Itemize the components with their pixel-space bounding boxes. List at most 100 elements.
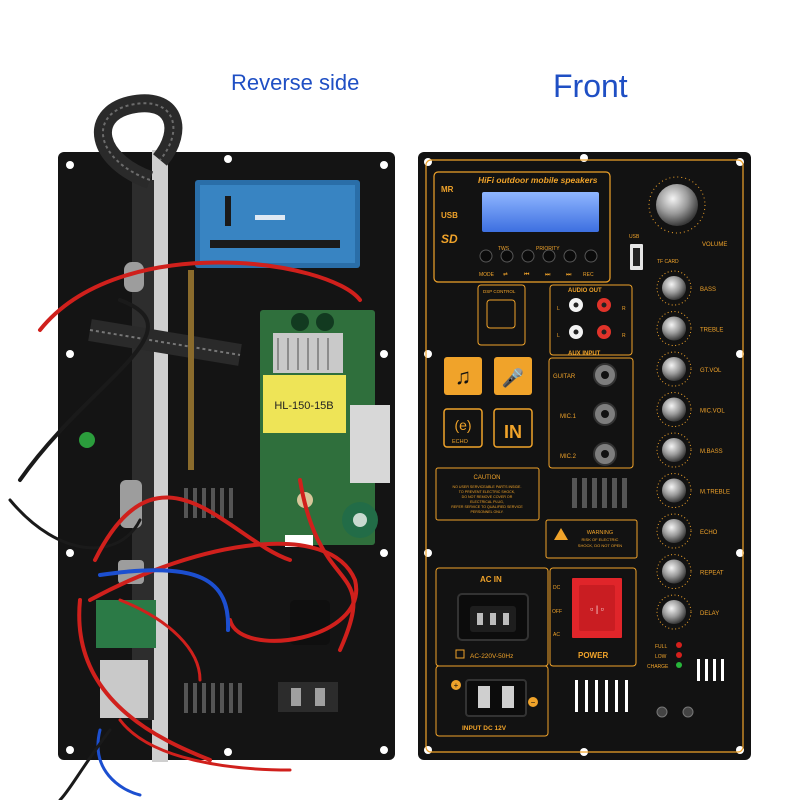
knob-scale (656, 473, 692, 508)
caption-front: Front (553, 68, 628, 104)
knob-m-treble[interactable] (662, 478, 686, 503)
knob-scale (656, 513, 692, 549)
button-priority[interactable] (542, 249, 556, 263)
knob-label: M.TREBLE (700, 490, 730, 496)
caution-line: DO NOT REMOVE COVER OR (462, 495, 513, 499)
knob-m-bass[interactable] (662, 438, 686, 462)
knob-scale (656, 392, 692, 427)
caution-title: CAUTION (474, 475, 501, 481)
label-volume: VOLUME (702, 242, 727, 248)
knob-delay[interactable] (662, 600, 686, 624)
button-next[interactable] (563, 249, 577, 263)
label-dsp-control: DSP CONTROL (483, 289, 516, 294)
transformer-label: HL-150-15B (274, 400, 333, 412)
warning-title: WARNING (587, 530, 613, 536)
led-charge (676, 662, 682, 668)
led-full (676, 642, 682, 648)
label-switch-dc: DC (553, 585, 561, 591)
knob-scale (656, 594, 692, 630)
reverse-board: HL-150-15B (8, 94, 395, 800)
lcd-display (482, 192, 599, 232)
knob-scale (656, 554, 692, 589)
caution-line: ELECTRICAL PLUG, (470, 500, 504, 504)
caption-reverse-side: Reverse side (231, 70, 360, 95)
repeat-icon: ⮂ (503, 271, 508, 278)
button-mode[interactable] (479, 249, 493, 263)
knob-echo[interactable] (662, 519, 686, 543)
next-icon-a: ⏭ (545, 272, 551, 278)
dc-minus: − (531, 698, 536, 707)
dc-plus: + (454, 681, 459, 690)
caution-line: PERSONNEL ONLY. (470, 510, 503, 514)
volume-knob[interactable] (656, 184, 698, 226)
brand-mark: MR (441, 185, 454, 194)
label-priority: PRIORITY (536, 246, 560, 252)
minus-icon (528, 697, 538, 707)
svg-text:▫ | ▫: ▫ | ▫ (590, 604, 604, 614)
label-l-2: L (557, 333, 560, 339)
knob-label: TREBLE (700, 328, 723, 334)
karaoke-icon (494, 357, 532, 395)
warning-icon (554, 528, 568, 540)
label-led-charge: CHARGE (647, 664, 669, 670)
button-tws[interactable] (500, 249, 514, 263)
aux-icon (493, 408, 533, 448)
knob-scale (656, 270, 692, 306)
label-tws: TWS (498, 246, 510, 252)
caution-line: REFER SERVICE TO QUALIFIED SERVICE (451, 505, 523, 509)
label-switch-ac: AC (553, 632, 560, 638)
label-switch-off: OFF (552, 609, 562, 615)
button-rec[interactable] (584, 249, 598, 263)
knob-label: DELAY (700, 611, 719, 617)
plus-icon (451, 680, 461, 690)
svg-text:IN: IN (504, 422, 522, 442)
label-r-2: R (622, 333, 626, 339)
label-echo-icon: ECHO (452, 439, 469, 445)
next-icon-b: ⏭ (566, 272, 572, 278)
label-aux-input: AUX INPUT (568, 351, 601, 357)
music-icon (444, 357, 482, 395)
warning-line: SHOCK, DO NOT OPEN (578, 543, 622, 548)
knob-label: REPEAT (700, 571, 724, 577)
label-ac-voltage: AC-220V-50Hz (470, 653, 513, 660)
knob-label: M.BASS (700, 449, 723, 455)
panel-title: HiFi outdoor mobile speakers (478, 175, 598, 185)
caution-line: TO PREVENT ELECTRIC SHOCK, (459, 490, 515, 494)
label-ac-in: AC IN (480, 575, 502, 584)
warning-line: RISK OF ELECTRIC (582, 537, 619, 542)
usb-badge: USB (441, 211, 458, 220)
svg-text:♫: ♫ (455, 364, 472, 389)
knob-label: MIC.VOL (700, 409, 725, 415)
knob-scale (656, 432, 692, 468)
dsp-sliders-icon (486, 299, 516, 329)
knob-repeat[interactable] (662, 559, 686, 584)
label-guitar: GUITAR (553, 374, 576, 380)
button-prev[interactable] (521, 249, 535, 263)
label-audio-out: AUDIO OUT (568, 288, 602, 294)
label-led-full: FULL (655, 644, 667, 650)
label-power: POWER (578, 651, 608, 660)
knob-bass[interactable] (662, 276, 686, 300)
label-tf-card: TF CARD (657, 259, 679, 265)
knob-scale (656, 311, 692, 346)
sd-badge: SD (441, 232, 458, 246)
front-panel: MR HiFi outdoor mobile speakers USB SD T… (418, 152, 751, 760)
label-mic2: MIC.2 (560, 454, 577, 460)
label-dc-input: INPUT DC 12V (462, 725, 507, 732)
caution-line: NO USER SERVICEABLE PARTS INSIDE. (453, 485, 522, 489)
label-l-1: L (557, 306, 560, 312)
dc-terminal[interactable] (465, 679, 527, 717)
prev-icon: ⏮ (524, 272, 530, 278)
led-low (676, 652, 682, 658)
knob-mic-vol[interactable] (662, 397, 686, 422)
label-r-1: R (622, 306, 626, 312)
label-mic1: MIC.1 (560, 414, 577, 420)
label-mode: MODE (479, 272, 495, 278)
knob-treble[interactable] (662, 316, 686, 341)
knob-gt-vol[interactable] (662, 357, 686, 381)
svg-text:🎤: 🎤 (502, 367, 524, 388)
echo-icon (443, 408, 483, 448)
label-rec: REC (583, 272, 594, 278)
svg-text:(e): (e) (454, 417, 471, 433)
